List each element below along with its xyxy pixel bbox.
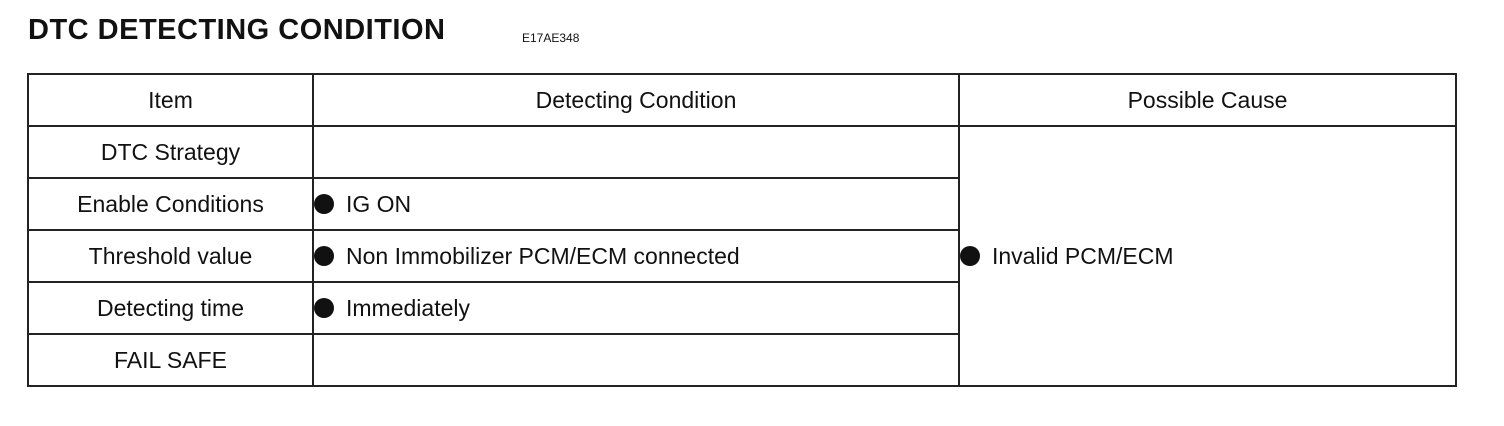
table-row: Enable Conditions IG ON xyxy=(27,177,1456,231)
table-row: FAIL SAFE xyxy=(27,333,1456,387)
row-condition-fail-safe xyxy=(312,333,960,387)
row-item-fail-safe: FAIL SAFE xyxy=(27,333,314,387)
condition-text: IG ON xyxy=(346,190,412,217)
table-row: Detecting time Immediately xyxy=(27,281,1456,335)
bullet-icon xyxy=(314,245,334,266)
bullet-icon xyxy=(960,245,980,266)
table-row: DTC Strategy Invalid PCM/ECM xyxy=(27,125,1457,387)
row-condition-detecting-time: Immediately xyxy=(312,281,960,335)
column-header-item: Item xyxy=(27,73,314,127)
document-code: E17AE348 xyxy=(522,31,580,45)
dtc-condition-table: Item Detecting Condition Possible Cause … xyxy=(27,73,1457,387)
row-item-detecting-time: Detecting time xyxy=(27,281,314,335)
row-condition-enable-conditions: IG ON xyxy=(312,177,960,231)
column-header-possible-cause: Possible Cause xyxy=(958,73,1457,127)
row-item-threshold-value: Threshold value xyxy=(27,229,314,283)
bullet-icon xyxy=(314,297,334,318)
possible-cause-text: Invalid PCM/ECM xyxy=(992,242,1174,269)
column-header-detecting-condition: Detecting Condition xyxy=(312,73,960,127)
row-condition-dtc-strategy xyxy=(312,125,960,179)
row-item-enable-conditions: Enable Conditions xyxy=(27,177,314,231)
page-title: DTC DETECTING CONDITION xyxy=(28,14,446,46)
possible-cause-cell: Invalid PCM/ECM xyxy=(958,125,1457,387)
bullet-icon xyxy=(314,193,334,214)
table-header-row: Item Detecting Condition Possible Cause xyxy=(27,73,1457,127)
condition-text: Non Immobilizer PCM/ECM connected xyxy=(346,242,740,269)
table-row: Threshold value Non Immobilizer PCM/ECM … xyxy=(27,229,1456,283)
row-condition-threshold-value: Non Immobilizer PCM/ECM connected xyxy=(312,229,960,283)
condition-text: Immediately xyxy=(346,294,470,321)
row-item-dtc-strategy: DTC Strategy xyxy=(27,125,314,179)
